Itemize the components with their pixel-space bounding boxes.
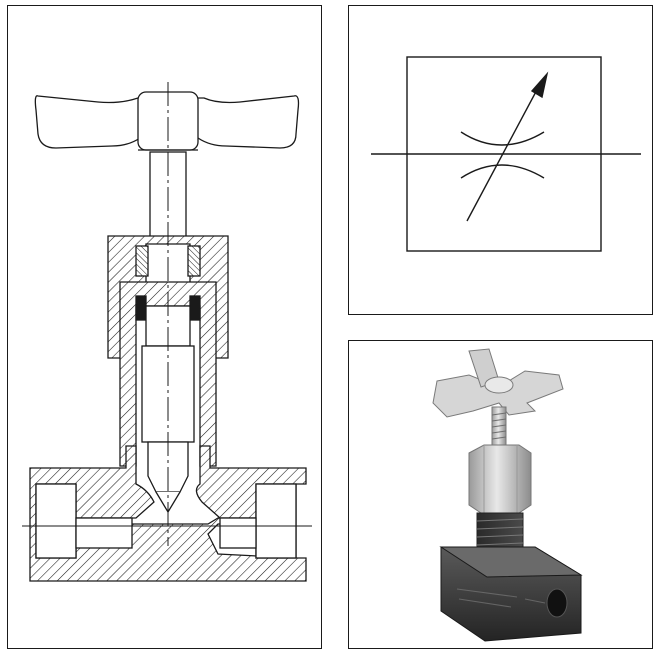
photo-outlet-port <box>546 588 568 618</box>
restriction-upper-arc <box>460 131 545 146</box>
needle-valve-photo-icon <box>432 348 583 642</box>
outlet-port <box>255 483 297 559</box>
adjust-arrow-shaft <box>466 85 540 222</box>
packing-right <box>187 245 201 277</box>
adjustable-throttle-valve-symbol-icon <box>371 56 641 252</box>
inner-passage-left <box>75 517 133 549</box>
photo-t-handle <box>432 348 564 418</box>
symbol-panel <box>348 5 653 315</box>
cross-section-panel <box>7 5 322 649</box>
seal-right <box>189 295 201 321</box>
photo-stem <box>491 406 507 448</box>
packing-left <box>135 245 149 277</box>
body-top-right <box>195 445 307 519</box>
photo-panel <box>348 340 653 649</box>
adjust-arrowhead <box>530 71 549 99</box>
inlet-port <box>35 483 77 559</box>
photo-hex-nut <box>468 444 532 514</box>
inner-passage-right <box>219 517 257 549</box>
needle-valve-cross-section-icon <box>22 82 312 582</box>
seal-left <box>135 295 147 321</box>
restriction-lower-arc <box>460 164 545 179</box>
